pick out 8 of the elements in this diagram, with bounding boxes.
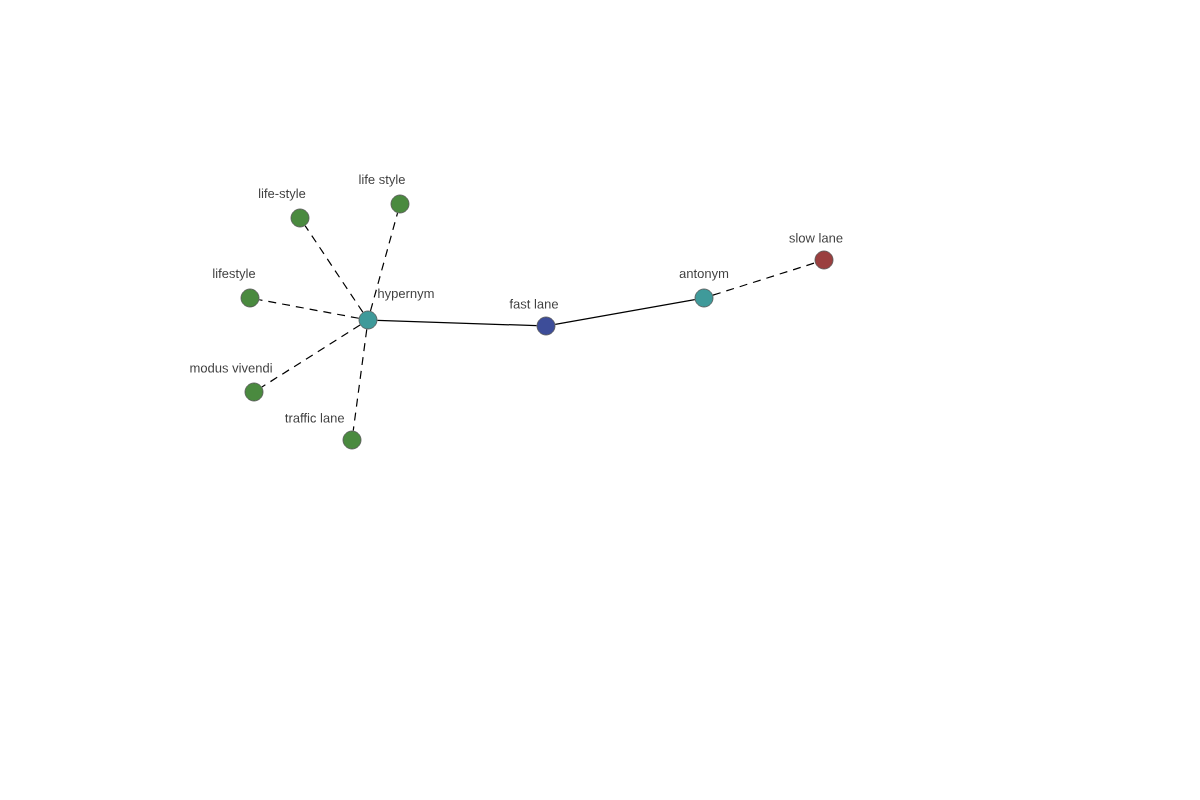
connector-line bbox=[554, 299, 696, 325]
connector-line bbox=[258, 299, 360, 319]
connector-line bbox=[376, 319, 538, 327]
connector-line bbox=[712, 262, 816, 296]
connector-line bbox=[369, 212, 399, 312]
connector-line bbox=[304, 225, 364, 313]
connector-line bbox=[261, 324, 361, 388]
connector-line bbox=[352, 328, 368, 432]
